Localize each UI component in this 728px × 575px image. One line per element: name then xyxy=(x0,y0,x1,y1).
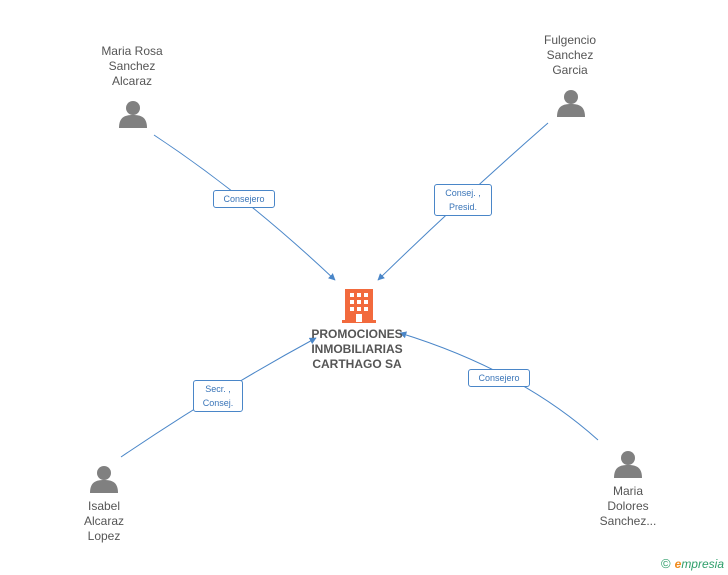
edge-label-fulgencio: Consej. , Presid. xyxy=(434,184,492,216)
person-icon xyxy=(557,90,585,117)
person-icon xyxy=(614,451,642,478)
company-name[interactable]: PROMOCIONES INMOBILIARIAS CARTHAGO SA xyxy=(311,327,403,371)
person-name-fulgencio[interactable]: Fulgencio Sanchez Garcia xyxy=(543,33,597,77)
brand-logo: empresia xyxy=(674,556,724,571)
edge-label-isabel: Secr. , Consej. xyxy=(193,380,243,412)
footer-brand: © empresia xyxy=(661,556,724,571)
building-icon xyxy=(342,289,376,323)
person-name-maria-dolores[interactable]: Maria Dolores Sanchez... xyxy=(599,484,657,528)
edge-label-maria-rosa: Consejero xyxy=(213,190,275,208)
person-icon xyxy=(90,466,118,493)
copyright-icon: © xyxy=(661,556,671,571)
person-icon xyxy=(119,101,147,128)
person-name-isabel[interactable]: Isabel Alcaraz Lopez xyxy=(83,499,124,543)
person-name-maria-rosa[interactable]: Maria Rosa Sanchez Alcaraz xyxy=(101,44,163,88)
edge-label-maria-dolores: Consejero xyxy=(468,369,530,387)
